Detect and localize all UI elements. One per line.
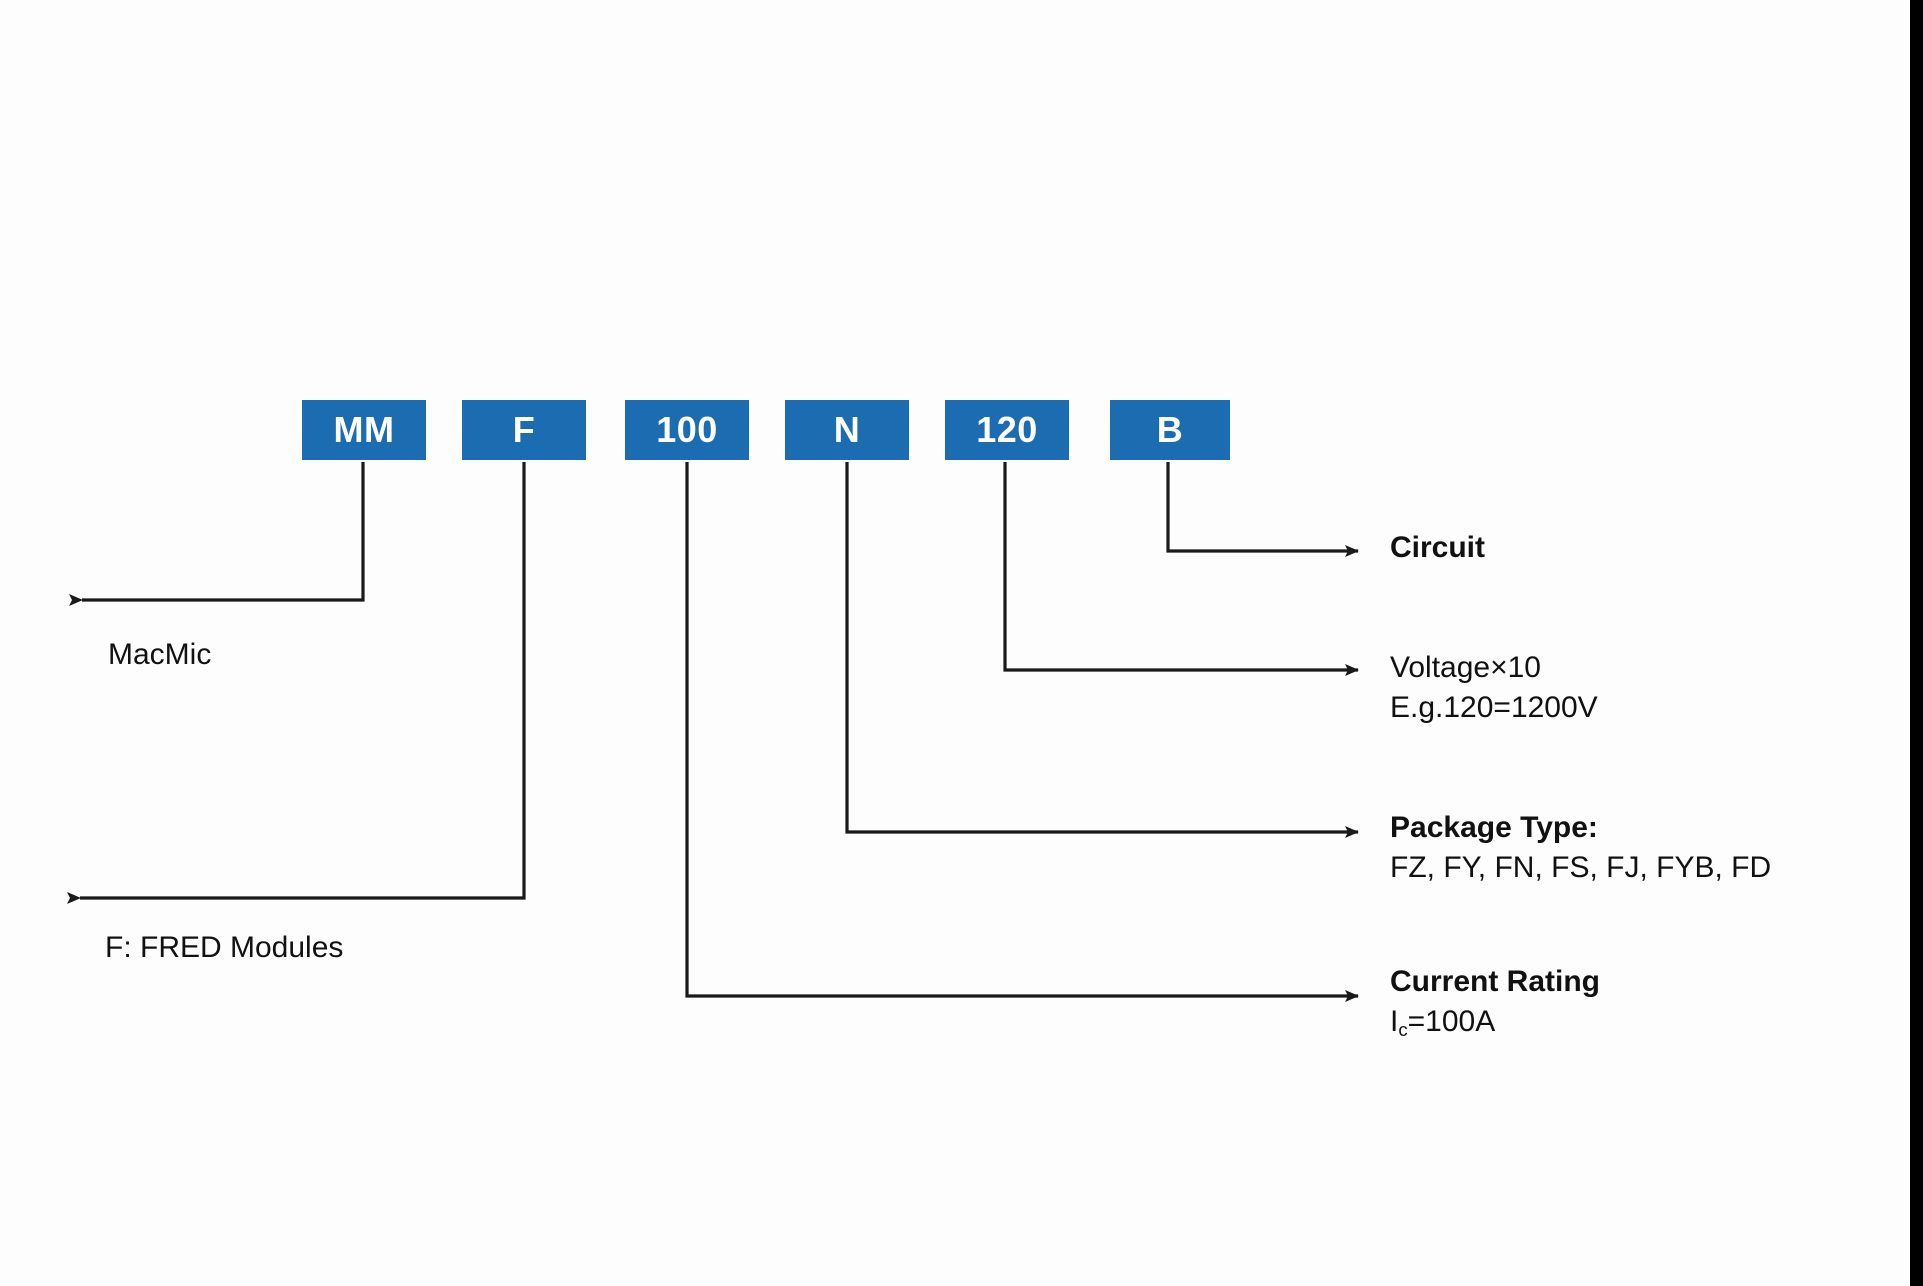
annotation-package-type-detail: FZ, FY, FN, FS, FJ, FYB, FD	[1390, 850, 1772, 884]
connector-120-to-voltage	[1003, 462, 1359, 676]
annotation-macmic-title: MacMic	[108, 638, 212, 671]
connector-n-to-package-type	[845, 462, 1359, 838]
annotation-voltage-detail: E.g.120=1200V	[1390, 690, 1598, 724]
annotation-package-type-title: Package Type:	[1390, 811, 1598, 844]
code-segment-b[interactable]: B	[1110, 400, 1230, 460]
annotation-fred-modules-title: F: FRED Modules	[105, 931, 344, 964]
code-segment-120[interactable]: 120	[945, 400, 1069, 460]
connector-f-to-fred-modules	[67, 462, 526, 904]
annotation-current-rating-detail: Ic=100A	[1390, 1004, 1496, 1040]
annotation-voltage-title: Voltage×10	[1390, 651, 1541, 684]
code-segment-n[interactable]: N	[785, 400, 909, 460]
connector-100-to-current-rating	[685, 462, 1359, 1002]
annotation-voltage: Voltage×10 E.g.120=1200V	[1390, 648, 1598, 727]
annotation-fred-modules: F: FRED Modules	[105, 928, 343, 968]
annotation-circuit-title: Circuit	[1390, 531, 1486, 564]
annotation-circuit: Circuit	[1390, 528, 1485, 568]
annotation-package-type: Package Type: FZ, FY, FN, FS, FJ, FYB, F…	[1390, 808, 1771, 887]
connector-mm-to-macmic	[69, 462, 365, 606]
connector-b-to-circuit	[1166, 462, 1359, 557]
annotation-macmic: MacMic	[108, 635, 211, 675]
code-segment-f[interactable]: F	[462, 400, 586, 460]
annotation-current-rating: Current Rating Ic=100A	[1390, 962, 1600, 1041]
code-segment-mm[interactable]: MM	[302, 400, 426, 460]
annotation-current-rating-title: Current Rating	[1390, 965, 1600, 998]
code-segment-100[interactable]: 100	[625, 400, 749, 460]
